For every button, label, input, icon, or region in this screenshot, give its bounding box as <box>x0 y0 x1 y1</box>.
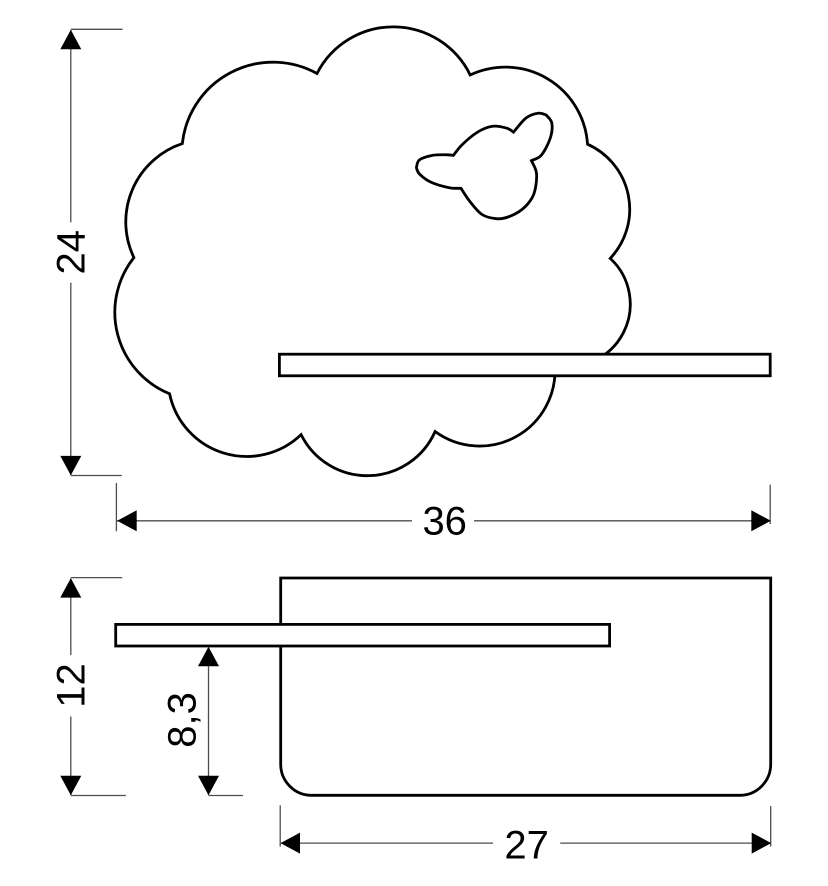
svg-text:27: 27 <box>504 823 549 867</box>
svg-text:12: 12 <box>50 663 94 708</box>
svg-text:8,3: 8,3 <box>161 692 205 748</box>
svg-text:36: 36 <box>422 500 467 544</box>
svg-text:24: 24 <box>50 230 94 274</box>
